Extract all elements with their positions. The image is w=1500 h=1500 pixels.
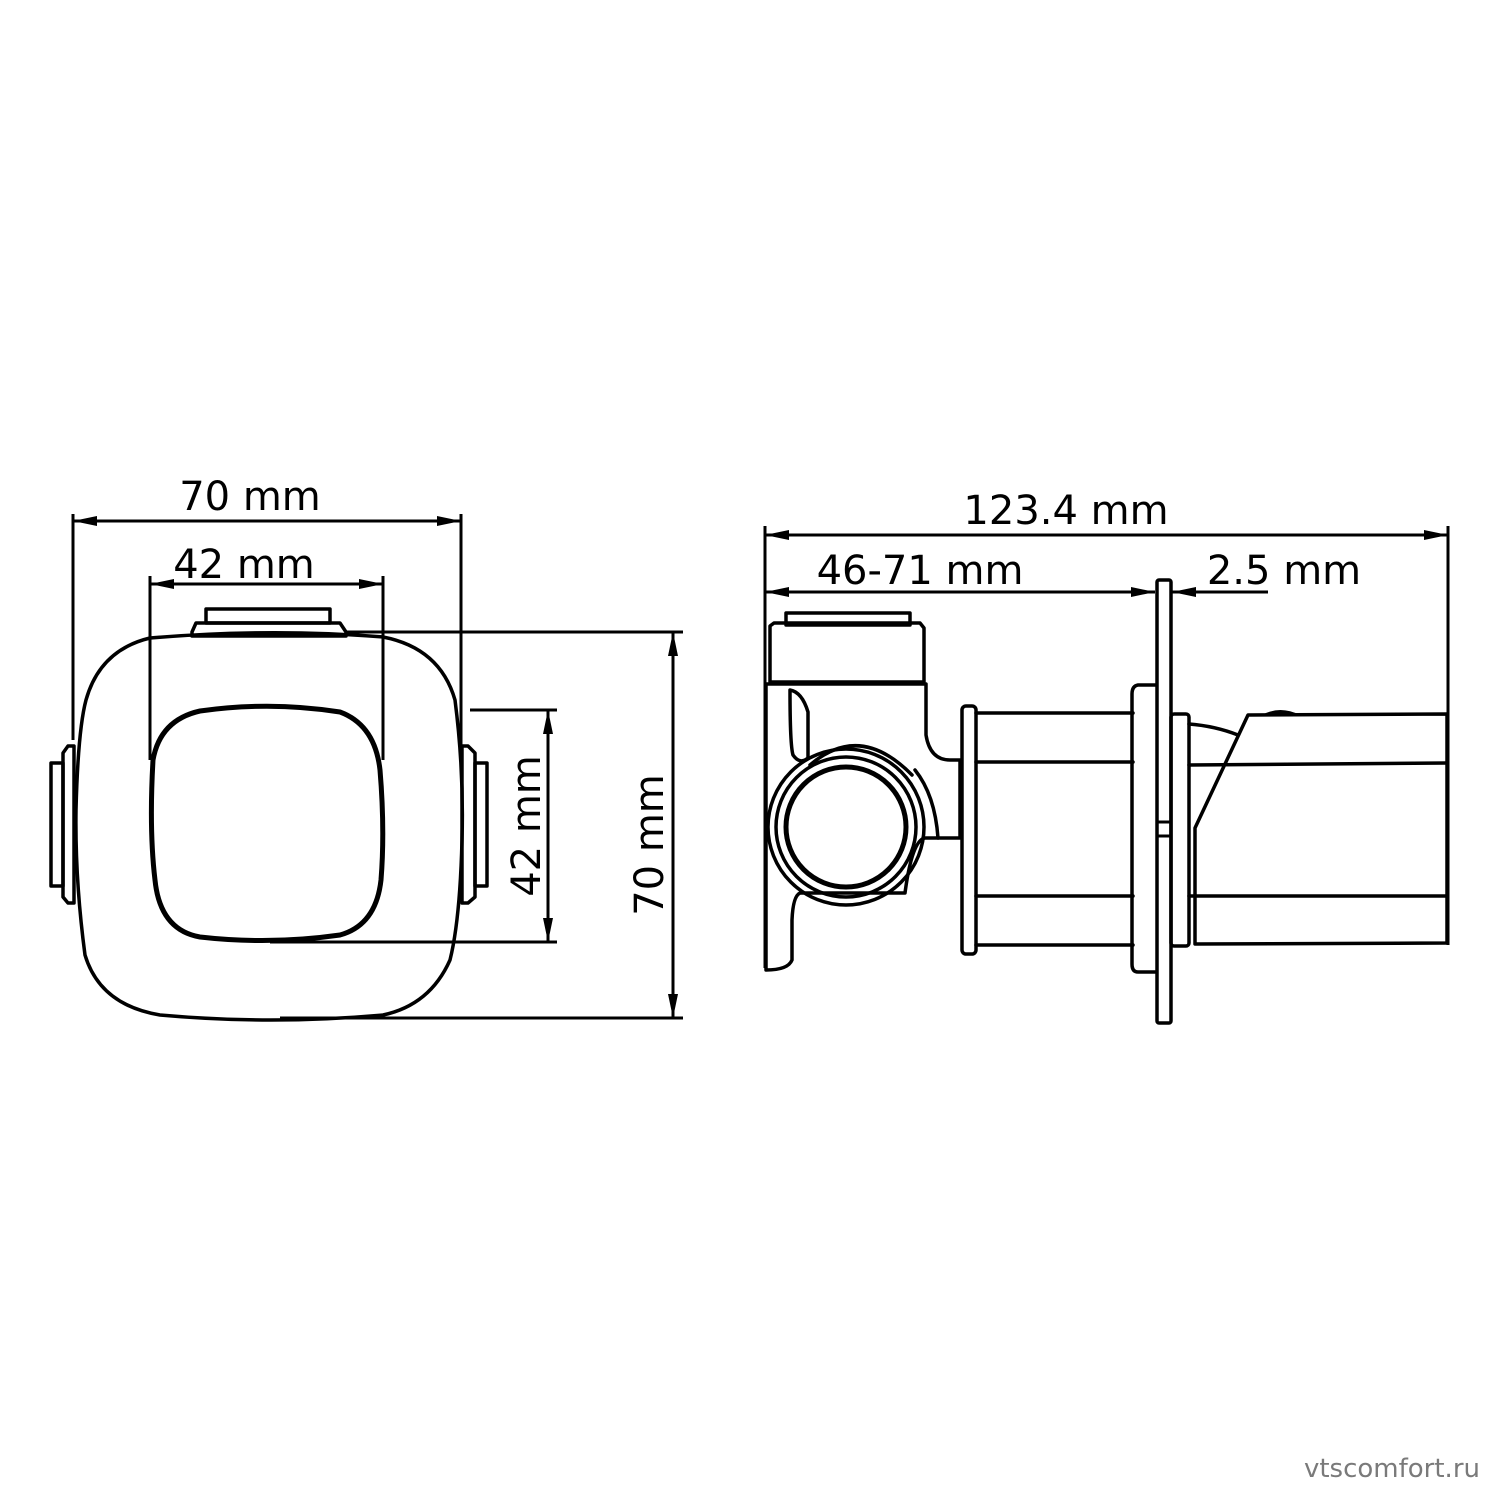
dim-front-height-outer: 70 mm — [627, 632, 678, 1018]
pipe-opening — [766, 747, 926, 907]
watermark: vtscomfort.ru — [1304, 1454, 1480, 1484]
cylinder — [974, 711, 1135, 947]
left-side-connector — [49, 744, 76, 905]
valve-body — [764, 682, 962, 972]
front-view: 70 mm 42 mm — [49, 474, 683, 1022]
cover-section — [1187, 710, 1449, 946]
side-view: 123.4 mm 46-71 mm 2.5 mm — [763, 488, 1450, 1025]
side-plate-thickness-label: 2.5 mm — [1207, 548, 1361, 594]
dim-side-plate-thickness: 2.5 mm — [1172, 548, 1361, 597]
dim-front-width-outer: 70 mm — [71, 474, 463, 745]
outer-body — [74, 631, 465, 1022]
front-height-inner-label: 42 mm — [504, 755, 550, 897]
front-height-outer-label: 70 mm — [627, 774, 673, 916]
flange-2 — [1130, 683, 1158, 974]
front-width-inner-label: 42 mm — [173, 542, 315, 588]
right-side-connector — [460, 744, 489, 905]
dim-front-height-inner: 42 mm — [504, 710, 553, 942]
wall-plate — [1155, 578, 1173, 1025]
dim-side-wall-depth: 46-71 mm — [765, 548, 1155, 597]
flange-1 — [960, 704, 978, 956]
side-top-connector — [768, 611, 926, 684]
dim-front-width-inner: 42 mm — [148, 542, 385, 760]
inner-ring — [1169, 712, 1191, 948]
side-total-length-label: 123.4 mm — [963, 488, 1168, 534]
inner-handle — [148, 703, 386, 944]
side-wall-depth-label: 46-71 mm — [817, 548, 1024, 594]
front-width-outer-label: 70 mm — [179, 474, 321, 520]
